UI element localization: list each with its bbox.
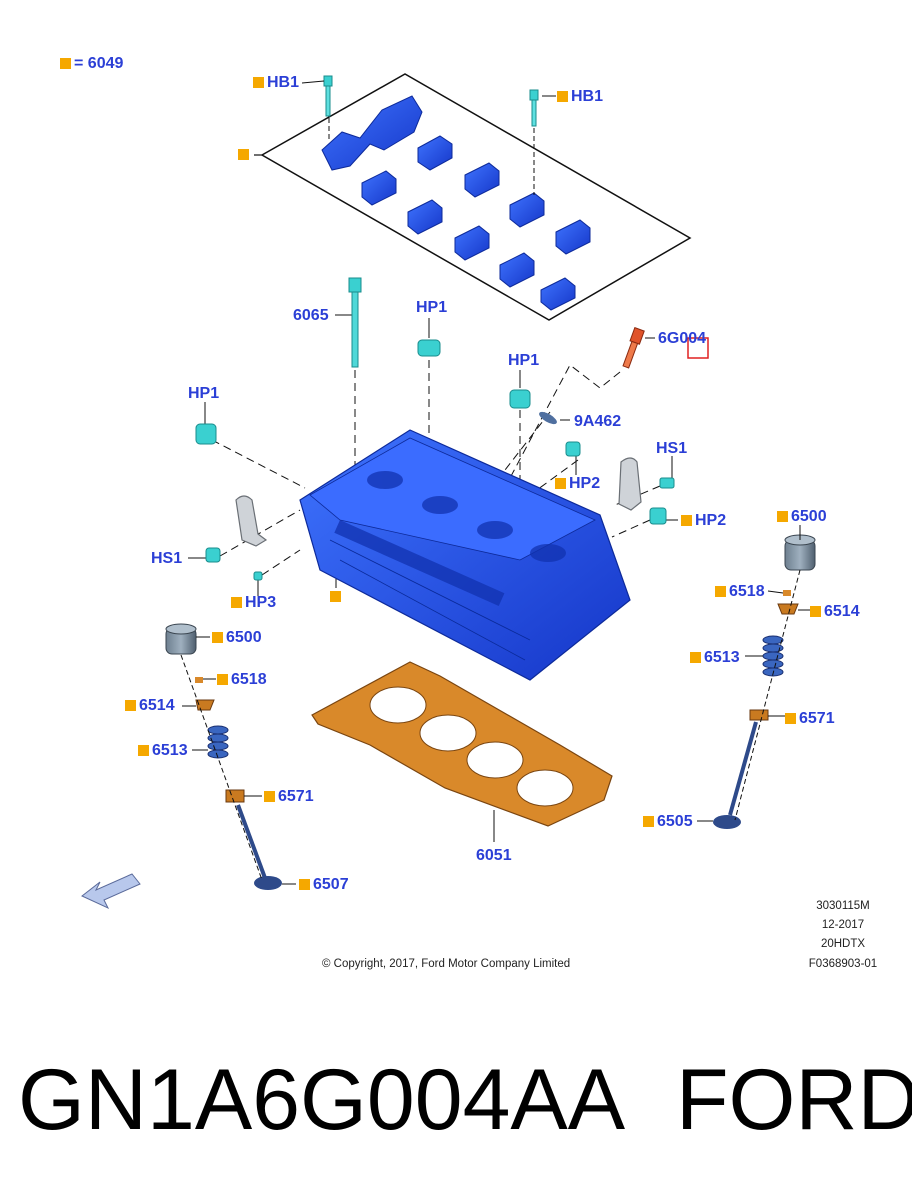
ref-code-1: 3030115M (816, 900, 870, 912)
camshaft-caps (321, 95, 591, 311)
marker-icon (212, 632, 223, 643)
label-hp1-mid[interactable]: HP1 (508, 352, 540, 369)
label-l-6518[interactable]: 6518 (217, 671, 267, 689)
legend-equals: = (74, 55, 84, 72)
marker-icon (690, 652, 701, 663)
label-l-6507[interactable]: 6507 (299, 876, 349, 894)
label-r-6514[interactable]: 6514 (810, 603, 860, 621)
label-hb1-left[interactable]: HB1 (253, 74, 299, 92)
label-r-6518[interactable]: 6518 (715, 583, 765, 601)
marker-icon (681, 515, 692, 526)
hb1-bolts (323, 75, 539, 127)
ref-code-3: 20HDTX (820, 938, 866, 950)
marker-icon (555, 478, 566, 489)
arrow-down-left-icon (81, 873, 141, 910)
label-r-6505[interactable]: 6505 (643, 813, 693, 831)
head-bolt-6065 (348, 277, 362, 368)
marker-icon (557, 91, 568, 102)
label-l-6500[interactable]: 6500 (212, 629, 262, 647)
exploded-view-artwork (81, 73, 816, 910)
marker-icon (125, 700, 136, 711)
label-6051[interactable]: 6051 (476, 847, 512, 864)
label-hp1-center[interactable]: HP1 (416, 299, 448, 316)
label-r-6571[interactable]: 6571 (785, 710, 835, 728)
label-hp1-left[interactable]: HP1 (188, 385, 220, 402)
label-r-6513[interactable]: 6513 (690, 649, 740, 667)
marker-icon (217, 674, 228, 685)
label-l-6571[interactable]: 6571 (264, 788, 314, 806)
cap-kit-outline (260, 73, 692, 321)
cap-kit-marker-icon (238, 149, 249, 160)
marker-icon (253, 77, 264, 88)
label-hs1-right[interactable]: HS1 (656, 440, 688, 457)
ref-code-2: 12-2017 (821, 919, 865, 931)
right-valvetrain (713, 534, 816, 829)
label-r-6500[interactable]: 6500 (777, 508, 827, 526)
label-hp2-b[interactable]: HP2 (681, 512, 726, 530)
label-6g004[interactable]: 6G004 (658, 330, 707, 347)
legend: = 6049 (60, 55, 123, 73)
label-hb1-right[interactable]: HB1 (557, 88, 603, 106)
label-hs1-left[interactable]: HS1 (151, 550, 183, 567)
left-valvetrain (165, 623, 282, 890)
marker-icon (777, 511, 788, 522)
marker-icon (138, 745, 149, 756)
lifting-eyes (235, 457, 642, 547)
marker-icon (299, 879, 310, 890)
label-l-6514[interactable]: 6514 (125, 697, 175, 715)
marker-icon (715, 586, 726, 597)
legend-code: 6049 (87, 55, 124, 72)
ref-code-4: F0368903-01 (808, 958, 878, 970)
copyright-text: © Copyright, 2017, Ford Motor Company Li… (322, 958, 571, 970)
label-l-6513[interactable]: 6513 (138, 742, 188, 760)
brand-name: FORD (676, 1052, 912, 1148)
head-marker-icon (330, 591, 341, 602)
head-gasket-6051 (311, 661, 613, 827)
marker-icon (264, 791, 275, 802)
marker-icon (810, 606, 821, 617)
marker-icon (643, 816, 654, 827)
label-hp2-a[interactable]: HP2 (555, 475, 600, 493)
label-hp3[interactable]: HP3 (231, 594, 276, 612)
hp1-plugs (195, 339, 675, 581)
label-9a462[interactable]: 9A462 (574, 413, 622, 430)
part-number: GN1A6G004AA (18, 1052, 626, 1148)
sensor-6g004 (622, 326, 645, 369)
caption-bar: GN1A6G004AA FORD (0, 1040, 912, 1160)
sensor-seal-9a462 (539, 411, 557, 425)
legend-marker-icon (60, 58, 71, 69)
highlight-box (687, 337, 709, 359)
label-6065[interactable]: 6065 (293, 307, 329, 324)
marker-icon (785, 713, 796, 724)
cylinder-head (299, 429, 631, 681)
marker-icon (231, 597, 242, 608)
